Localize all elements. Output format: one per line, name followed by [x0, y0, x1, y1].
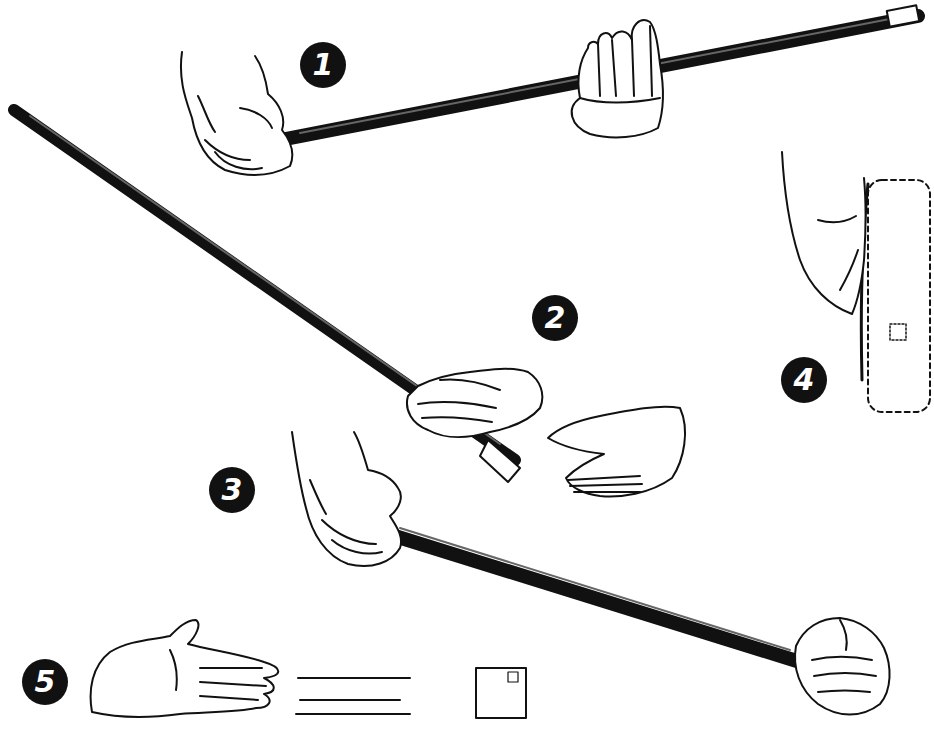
hand-detail — [170, 650, 266, 700]
callout-number: 2 — [532, 295, 578, 341]
hand — [292, 432, 401, 566]
hand-detail — [818, 216, 858, 290]
hand-detail — [812, 620, 876, 692]
card-symbol — [508, 672, 518, 682]
hand-detail — [198, 96, 272, 169]
hand — [572, 20, 663, 137]
hand-detail — [580, 26, 660, 103]
hand-detail — [568, 476, 642, 492]
cane — [270, 5, 919, 142]
card-outline — [868, 180, 930, 412]
hand — [795, 618, 890, 715]
speed-lines — [296, 678, 410, 714]
hand — [181, 52, 293, 175]
hand — [548, 407, 685, 497]
callout-number: 5 — [22, 659, 68, 705]
hand-detail — [418, 379, 500, 422]
card-symbol — [890, 324, 906, 340]
cane — [382, 528, 800, 662]
callout-number: 4 — [781, 357, 827, 403]
hand-detail — [310, 480, 382, 554]
callout-number: 3 — [209, 467, 255, 513]
hand — [91, 620, 279, 717]
playing-card — [476, 668, 526, 718]
hand — [782, 152, 866, 314]
callout-number: 1 — [300, 42, 346, 88]
hand — [407, 369, 542, 437]
